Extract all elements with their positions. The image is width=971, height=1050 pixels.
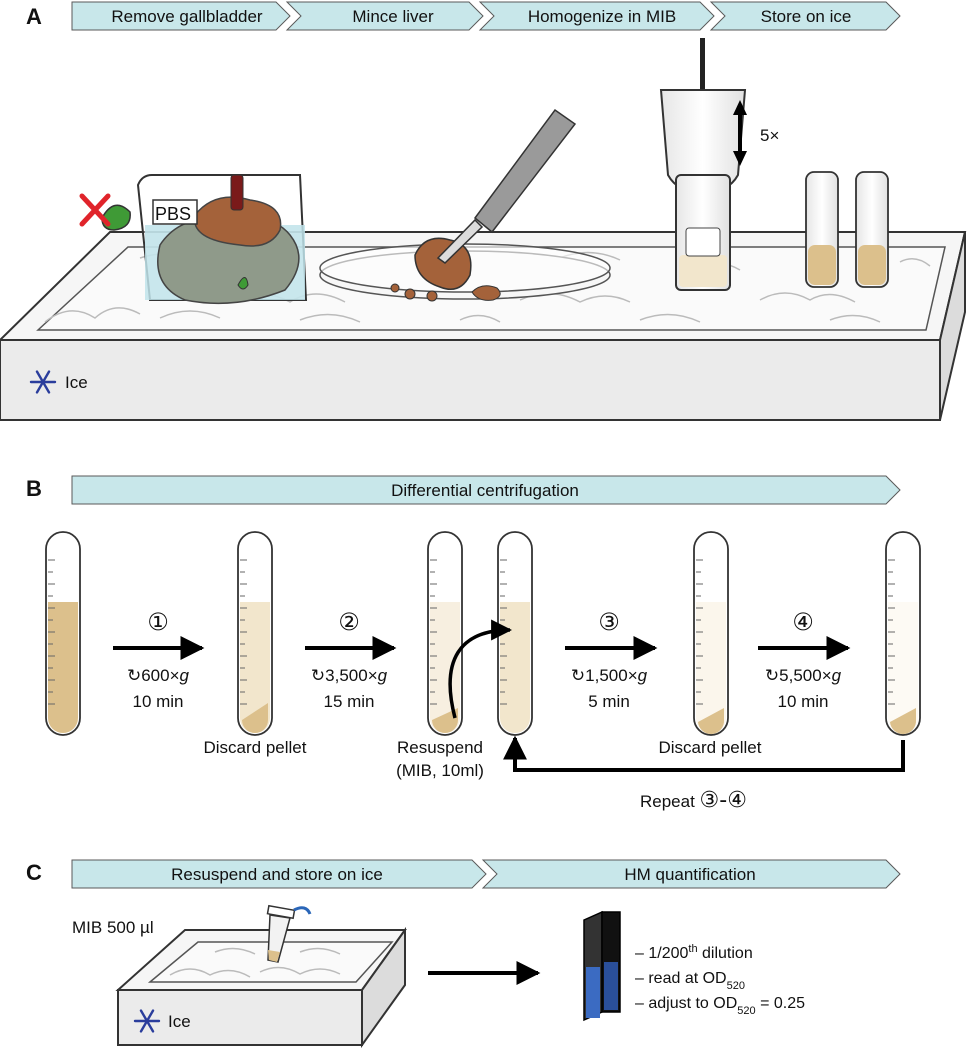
- adjust-od-note: – adjust to OD520 = 0.25: [635, 995, 805, 1017]
- tube-after-spin-2: [427, 531, 463, 736]
- read-od-note: – read at OD520: [635, 970, 745, 992]
- step-label-resuspend-store: Resuspend and store on ice: [171, 865, 383, 884]
- step-chevron-mince-liver: [285, 1, 484, 31]
- step-label-store-on-ice: Store on ice: [761, 7, 852, 26]
- mib-volume-label: MIB 500 µl: [72, 918, 154, 937]
- tube-homogenate: [45, 531, 81, 736]
- panel-c-step-banners: Resuspend and store on ice HM quantifica…: [71, 859, 901, 889]
- tube-after-spin-4: [885, 531, 921, 736]
- step-3-time: 5 min: [588, 692, 630, 711]
- cuvette: [583, 910, 621, 1022]
- step-chevron-store-on-ice: [709, 1, 901, 31]
- step-4-speed: ↻5,500×g: [765, 666, 842, 685]
- cross-icon: [79, 193, 111, 227]
- scalpel: [436, 108, 577, 264]
- step-2-speed: ↻3,500×g: [311, 666, 388, 685]
- step-label-remove-gallbladder: Remove gallbladder: [111, 7, 263, 26]
- step-4-time: 10 min: [777, 692, 828, 711]
- step-4-number: ④: [792, 608, 814, 636]
- step-3-number: ③: [598, 608, 620, 636]
- panel-a-letter: A: [26, 4, 42, 29]
- ice-tray-small: [115, 926, 407, 1049]
- tube-resuspended: [497, 531, 533, 736]
- step-label-homogenize: Homogenize in MIB: [528, 7, 676, 26]
- centrifugation-banner-label: Differential centrifugation: [391, 481, 579, 500]
- dilution-note: – 1/200th dilution: [635, 943, 753, 962]
- step-chevron-remove-gallbladder: [71, 1, 291, 31]
- step-1-number: ①: [147, 608, 169, 636]
- step-1-speed: ↻600×g: [127, 666, 190, 685]
- ice-label-c: Ice: [168, 1012, 191, 1031]
- step-2-time: 15 min: [323, 692, 374, 711]
- step-chevron-homogenize: [478, 1, 715, 31]
- step-label-mince-liver: Mince liver: [352, 7, 434, 26]
- snowflake-icon: [133, 1009, 161, 1033]
- eppendorf-tube: [266, 904, 312, 963]
- step-label-hm-quantification: HM quantification: [624, 865, 755, 884]
- transfer-arrow: [448, 619, 513, 719]
- pbs-label: PBS: [155, 204, 191, 224]
- strokes-label: 5×: [760, 126, 779, 145]
- panel-b-banner: Differential centrifugation: [71, 475, 901, 505]
- step-1-time: 10 min: [132, 692, 183, 711]
- discard-pellet-label-2: Discard pellet: [659, 738, 762, 757]
- step-2-number: ②: [338, 608, 360, 636]
- stored-tubes: [805, 171, 889, 288]
- dounce-homogenizer: [659, 38, 747, 291]
- repeat-loop-arrow: [503, 735, 905, 772]
- discard-pellet-label-1: Discard pellet: [204, 738, 307, 757]
- tube-after-spin-1: [237, 531, 273, 736]
- ice-label-a: Ice: [65, 373, 88, 392]
- panel-a-step-banners: Remove gallbladder Mince liver Homogeniz…: [71, 1, 901, 31]
- resuspend-volume-label: (MIB, 10ml): [396, 761, 484, 780]
- tube-after-spin-3: [693, 531, 729, 736]
- discarded-gallbladder: [79, 193, 131, 231]
- resuspend-label: Resuspend: [397, 738, 483, 757]
- panel-c-letter: C: [26, 860, 42, 885]
- snowflake-icon: [29, 370, 57, 394]
- panel-b-letter: B: [26, 476, 42, 501]
- repeat-label: Repeat ③-④: [640, 788, 747, 813]
- step-3-speed: ↻1,500×g: [571, 666, 648, 685]
- pbs-beaker: [136, 174, 308, 305]
